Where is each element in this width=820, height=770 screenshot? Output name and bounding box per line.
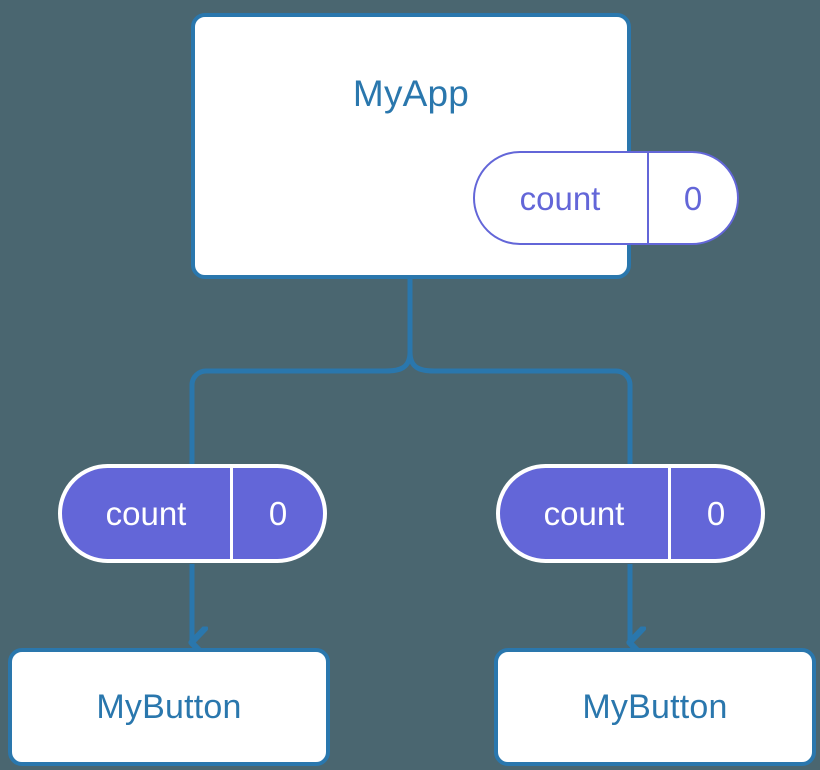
component-title-mybutton: MyButton bbox=[96, 687, 242, 726]
component-title-myapp: MyApp bbox=[352, 73, 470, 114]
prop-pill-value: 0 bbox=[706, 495, 726, 532]
prop-pill-value: 0 bbox=[268, 495, 288, 532]
component-card-mybutton-right[interactable]: MyButton bbox=[494, 648, 816, 766]
component-card-mybutton-left[interactable]: MyButton bbox=[8, 648, 330, 766]
prop-pill-key: count bbox=[62, 468, 233, 559]
prop-pill-left[interactable]: count 0 bbox=[58, 464, 327, 563]
state-pill-key: count bbox=[475, 153, 649, 243]
component-card-myapp[interactable]: MyApp count 0 bbox=[191, 13, 739, 279]
prop-pill-right[interactable]: count 0 bbox=[496, 464, 765, 563]
component-title-mybutton: MyButton bbox=[582, 687, 728, 726]
state-branch-left bbox=[189, 349, 413, 469]
prop-pill-key: count bbox=[500, 468, 671, 559]
state-pill-count[interactable]: count 0 bbox=[473, 151, 739, 245]
state-branch-right bbox=[407, 349, 633, 469]
state-pill-value: 0 bbox=[683, 179, 703, 217]
